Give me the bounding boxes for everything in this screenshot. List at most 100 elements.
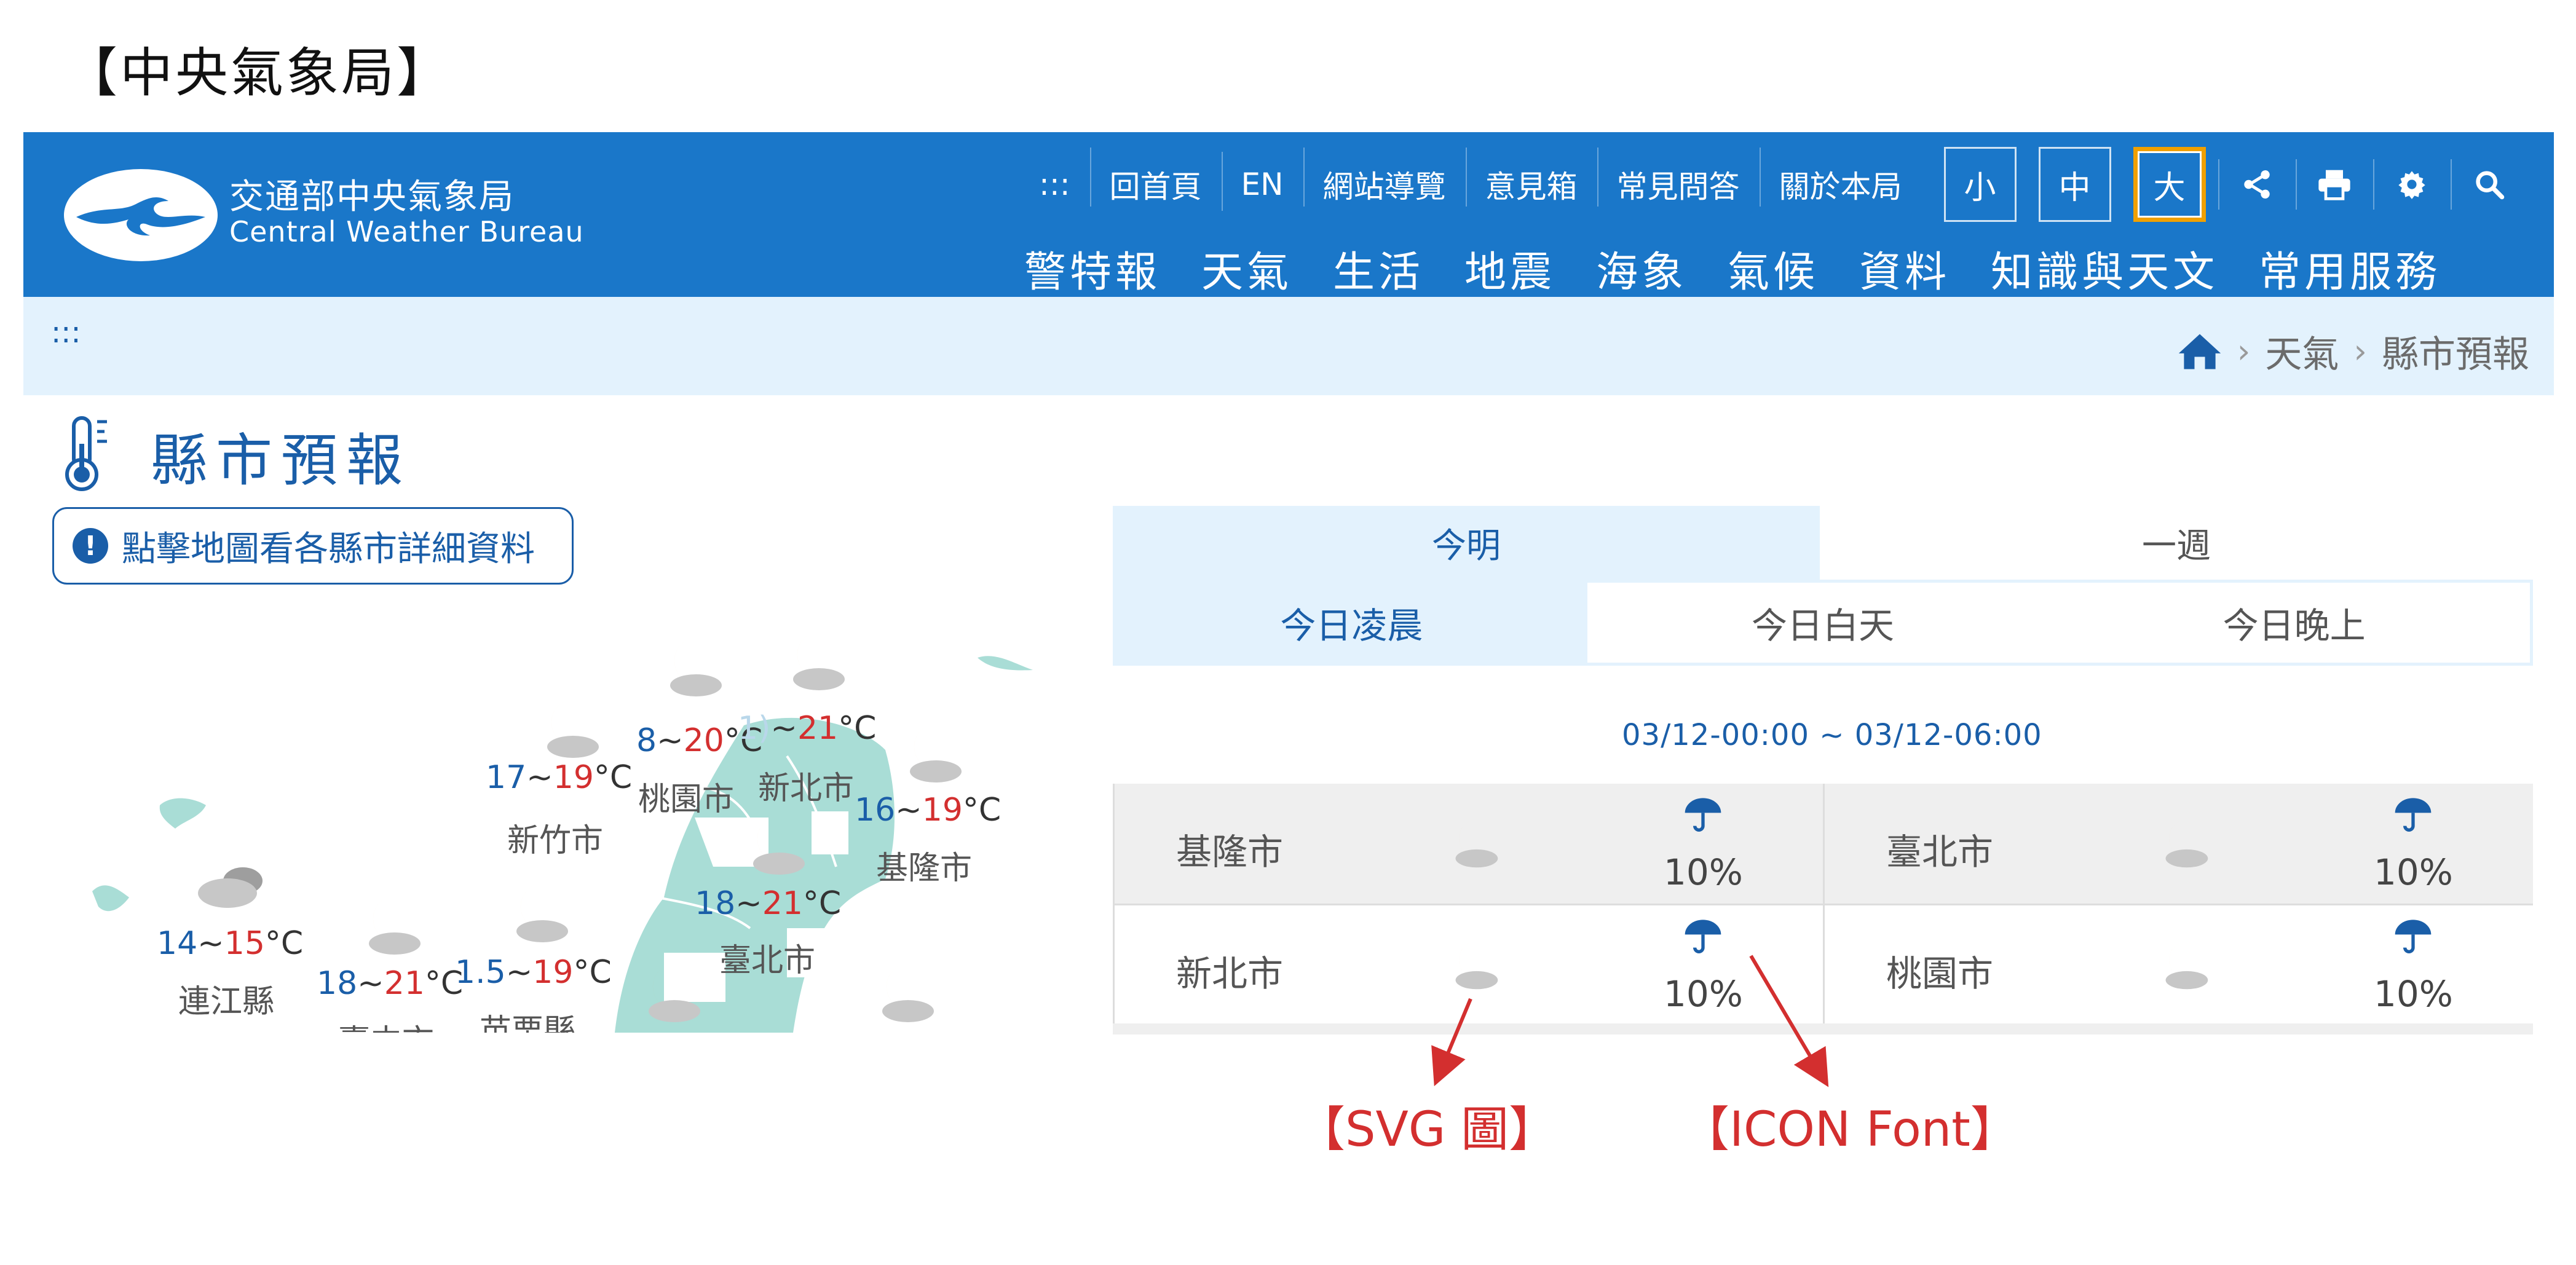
page-title: 縣市預報	[151, 428, 412, 494]
moon-cloud-icon	[2165, 821, 2208, 868]
home-icon[interactable]	[2177, 332, 2222, 371]
temp-miaoli: 1.5~19°C	[455, 954, 612, 991]
subtab-evening[interactable]: 今日晚上	[2222, 605, 2366, 647]
moon-cloud-icon	[910, 725, 962, 782]
city-name: 臺北市	[1886, 831, 1994, 873]
tab-week[interactable]: 一週	[2142, 526, 2211, 566]
cloud-icon	[198, 867, 263, 908]
settings-button[interactable]	[2373, 147, 2451, 222]
umbrella-icon	[1685, 798, 1721, 832]
temp-new-taipei: 1)~21°C	[738, 710, 877, 747]
county-label[interactable]: 連江縣	[178, 983, 275, 1020]
sitemap-link[interactable]: 網站導覽	[1303, 148, 1466, 207]
search-icon	[2475, 171, 2504, 200]
nav-weather[interactable]: 天氣	[1201, 248, 1293, 297]
period-subtabs: 今日凌晨 今日白天 今日晚上	[1113, 580, 2533, 666]
logo-emblem[interactable]	[64, 169, 218, 261]
city-cell[interactable]: 臺北市 10%	[1823, 784, 2533, 904]
city-name: 桃園市	[1886, 953, 1994, 995]
font-size-medium-button[interactable]: 中	[2038, 147, 2111, 222]
nav-services[interactable]: 常用服務	[2259, 248, 2441, 297]
breadcrumb-trail: › 天氣 › 縣市預報	[2177, 325, 2529, 378]
temp-lienchiang: 14~15°C	[157, 925, 304, 962]
county-label[interactable]: 臺中市	[338, 1015, 434, 1033]
breadcrumb-item-weather[interactable]: 天氣	[2265, 333, 2339, 376]
exclamation-icon: !	[73, 528, 108, 564]
share-button[interactable]	[2218, 147, 2296, 222]
moon-cloud-icon	[649, 965, 700, 1022]
nav-climate[interactable]: 氣候	[1728, 248, 1819, 297]
home-link[interactable]: 回首頁	[1089, 148, 1222, 207]
rain-probability: 10%	[2374, 973, 2453, 1015]
table-overflow-strip	[1113, 1023, 2533, 1034]
moon-cloud-icon	[753, 818, 805, 875]
main-nav: 警特報 天氣 生活 地震 海象 氣候 資料 知識與天文 常用服務	[1024, 238, 2481, 299]
county-label[interactable]: 新竹市	[507, 822, 604, 859]
nav-life[interactable]: 生活	[1333, 248, 1424, 297]
temp-taoyuan: 8~20°C	[636, 722, 763, 759]
share-icon	[2243, 170, 2270, 199]
table-row: 基隆市 10% 臺北市 10%	[1113, 784, 2533, 905]
utility-nav: ::: 回首頁 EN 網站導覽 意見箱 常見問答 關於本局 小 中 大	[1019, 132, 2528, 237]
moon-cloud-icon	[793, 633, 845, 690]
feedback-link[interactable]: 意見箱	[1465, 148, 1597, 207]
city-name: 基隆市	[1176, 831, 1284, 873]
city-name: 新北市	[1176, 953, 1284, 995]
umbrella-icon	[2395, 798, 2432, 832]
county-label[interactable]: 新北市	[758, 770, 855, 807]
page-caption: 【中央氣象局】	[65, 42, 452, 104]
rain-probability: 10%	[1664, 973, 1743, 1015]
tab-today-tomorrow[interactable]: 今明	[1113, 506, 1820, 580]
subtab-early-morning[interactable]: 今日凌晨	[1116, 583, 1587, 663]
print-icon	[2318, 170, 2350, 200]
city-cell[interactable]: 桃園市 10%	[1823, 905, 2533, 1025]
umbrella-icon	[1685, 920, 1721, 953]
forecast-time-range: 03/12-00:00 ~ 03/12-06:00	[1622, 718, 2042, 752]
temp-keelung: 16~19°C	[855, 792, 1002, 829]
annotation-icon-font-label: 【ICON Font】	[1681, 1102, 2018, 1157]
site-header: 交通部中央氣象局 Central Weather Bureau ::: 回首頁 …	[23, 132, 2554, 297]
thermometer-icon	[65, 416, 107, 491]
font-size-large-button[interactable]: 大	[2133, 147, 2206, 222]
county-label[interactable]: 基隆市	[876, 850, 973, 887]
moon-cloud-icon	[516, 885, 568, 942]
county-label[interactable]: 苗栗縣	[480, 1013, 576, 1033]
temp-taipei: 18~21°C	[695, 885, 842, 922]
print-button[interactable]	[2295, 147, 2373, 222]
moon-cloud-icon	[369, 897, 421, 955]
breadcrumb-item-current: 縣市預報	[2382, 333, 2529, 376]
city-cell[interactable]: 新北市 10%	[1113, 905, 1823, 1025]
skip-link[interactable]: :::	[1039, 167, 1070, 202]
umbrella-icon	[2395, 920, 2432, 953]
map-hint-text: 點擊地圖看各縣市詳細資料	[122, 529, 535, 569]
breadcrumb: ::: › 天氣 › 縣市預報	[23, 297, 2554, 395]
county-label[interactable]: 桃園市	[638, 781, 735, 818]
moon-cloud-icon	[882, 965, 934, 1022]
english-link[interactable]: EN	[1221, 152, 1303, 211]
moon-cloud-icon	[1455, 942, 1498, 990]
nav-knowledge[interactable]: 知識與天文	[1991, 248, 2219, 297]
moon-cloud-icon	[670, 639, 722, 696]
about-link[interactable]: 關於本局	[1759, 148, 1922, 207]
nav-earthquake[interactable]: 地震	[1464, 248, 1556, 297]
faq-link[interactable]: 常見問答	[1597, 148, 1760, 207]
rain-probability: 10%	[2374, 851, 2453, 893]
logo-title-zh[interactable]: 交通部中央氣象局	[229, 177, 515, 217]
nav-warnings[interactable]: 警特報	[1024, 248, 1161, 297]
font-size-small-button[interactable]: 小	[1943, 147, 2017, 222]
subtab-daytime[interactable]: 今日白天	[1752, 605, 1895, 647]
taiwan-weather-map[interactable]: 17~19°C 新竹市 8~20°C 桃園市 1)~21°C 新北市 16~19…	[86, 633, 1045, 1033]
city-cell[interactable]: 基隆市 10%	[1113, 784, 1823, 904]
nav-marine[interactable]: 海象	[1596, 248, 1688, 297]
temp-hsinchu-city: 17~19°C	[486, 759, 633, 796]
breadcrumb-skip-link[interactable]: :::	[51, 315, 81, 350]
logo-title-en[interactable]: Central Weather Bureau	[229, 215, 584, 248]
chevron-right-icon: ›	[2353, 332, 2367, 371]
nav-data[interactable]: 資料	[1859, 248, 1951, 297]
search-button[interactable]	[2450, 147, 2528, 222]
map-hint-notice: ! 點擊地圖看各縣市詳細資料	[52, 507, 574, 585]
county-label[interactable]: 臺北市	[719, 942, 816, 979]
moon-cloud-icon	[2165, 942, 2208, 990]
moon-cloud-icon	[1455, 821, 1498, 868]
